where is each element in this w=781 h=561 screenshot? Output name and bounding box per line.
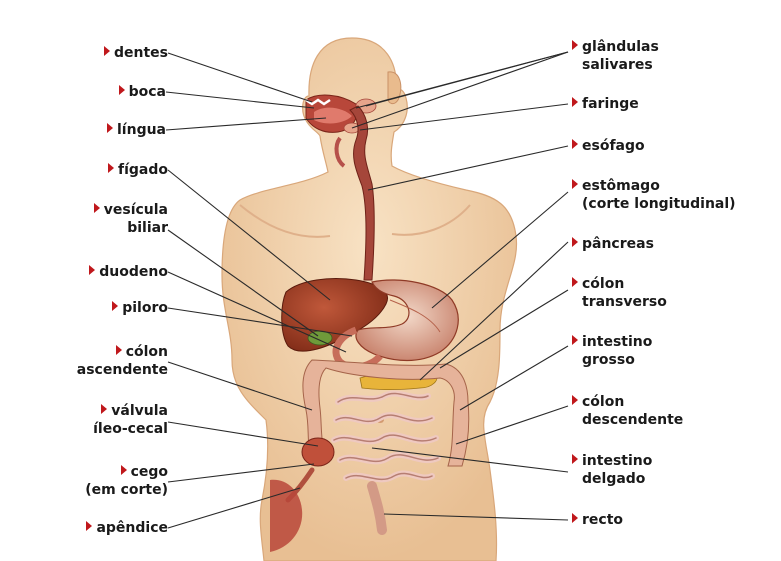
label-text-2: (corte longitudinal)	[572, 195, 736, 213]
label-text: vesícula	[104, 202, 168, 218]
cecum	[302, 438, 334, 466]
label-colon-ascendente: cólon ascendente	[77, 343, 168, 379]
marker-icon	[572, 179, 578, 189]
label-esofago: esófago	[572, 137, 645, 155]
marker-icon	[119, 85, 125, 95]
label-text-2: ascendente	[77, 361, 168, 379]
label-vesicula-biliar: vesícula biliar	[94, 201, 168, 237]
marker-icon	[572, 277, 578, 287]
label-text-2: delgado	[572, 470, 652, 488]
label-colon-transverso: cólon transverso	[572, 275, 667, 311]
marker-icon	[104, 46, 110, 56]
label-text-2: descendente	[572, 411, 683, 429]
label-pancreas: pâncreas	[572, 235, 654, 253]
label-text: cólon	[582, 276, 624, 292]
label-text-2: (em corte)	[85, 481, 168, 499]
label-text-2: biliar	[94, 219, 168, 237]
label-text: apêndice	[96, 520, 168, 536]
marker-icon	[572, 335, 578, 345]
marker-icon	[94, 203, 100, 213]
gallbladder	[308, 331, 332, 345]
label-colon-descendente: cólon descendente	[572, 393, 683, 429]
marker-icon	[572, 454, 578, 464]
label-duodeno: duodeno	[89, 263, 168, 281]
marker-icon	[121, 465, 127, 475]
label-intestino-grosso: intestino grosso	[572, 333, 652, 369]
label-text-2: transverso	[572, 293, 667, 311]
label-dentes: dentes	[104, 44, 168, 62]
label-text: cólon	[582, 394, 624, 410]
marker-icon	[112, 301, 118, 311]
label-text: fígado	[118, 162, 168, 178]
label-glandulas-salivares: glândulas salivares	[572, 38, 659, 74]
marker-icon	[89, 265, 95, 275]
label-text: intestino	[582, 334, 652, 350]
label-intestino-delgado: intestino delgado	[572, 452, 652, 488]
label-text: recto	[582, 512, 623, 528]
label-text: intestino	[582, 453, 652, 469]
label-text: dentes	[114, 45, 168, 61]
label-text: piloro	[122, 300, 168, 316]
label-recto: recto	[572, 511, 623, 529]
marker-icon	[108, 163, 114, 173]
label-text: estômago	[582, 178, 660, 194]
label-text: duodeno	[99, 264, 168, 280]
marker-icon	[572, 237, 578, 247]
label-text: válvula	[111, 403, 168, 419]
label-text: faringe	[582, 96, 639, 112]
label-cego: cego (em corte)	[85, 463, 168, 499]
label-lingua: língua	[107, 121, 166, 139]
marker-icon	[572, 97, 578, 107]
marker-icon	[572, 513, 578, 523]
label-text: pâncreas	[582, 236, 654, 252]
marker-icon	[107, 123, 113, 133]
label-apendice: apêndice	[86, 519, 168, 537]
label-text: boca	[129, 84, 166, 100]
marker-icon	[101, 404, 107, 414]
label-piloro: piloro	[112, 299, 168, 317]
label-text: língua	[117, 122, 166, 138]
label-estomago: estômago (corte longitudinal)	[572, 177, 736, 213]
label-text: esófago	[582, 138, 645, 154]
label-valvula-ileo-cecal: válvula íleo-cecal	[93, 402, 168, 438]
label-faringe: faringe	[572, 95, 639, 113]
label-text: cego	[131, 464, 168, 480]
label-text: glândulas	[582, 39, 659, 55]
label-boca: boca	[119, 83, 166, 101]
marker-icon	[572, 139, 578, 149]
label-figado: fígado	[108, 161, 168, 179]
label-text: cólon	[126, 344, 168, 360]
marker-icon	[116, 345, 122, 355]
marker-icon	[86, 521, 92, 531]
label-text-2: salivares	[572, 56, 659, 74]
label-text-2: íleo-cecal	[93, 420, 168, 438]
marker-icon	[572, 395, 578, 405]
marker-icon	[572, 40, 578, 50]
label-text-2: grosso	[572, 351, 652, 369]
